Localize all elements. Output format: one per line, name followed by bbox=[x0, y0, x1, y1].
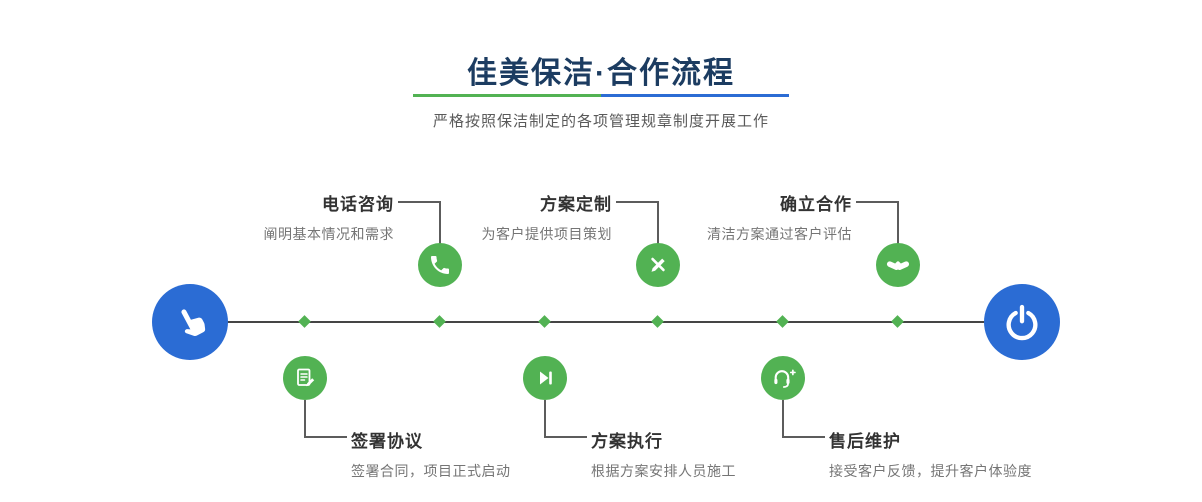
step-title: 方案定制 bbox=[540, 195, 612, 214]
page-title: 佳美保洁·合作流程 bbox=[467, 57, 735, 90]
connector-line bbox=[897, 201, 899, 245]
step-title: 签署协议 bbox=[351, 432, 423, 451]
underline-green-segment bbox=[413, 94, 601, 97]
connector-line bbox=[544, 400, 546, 438]
step-desc: 根据方案安排人员施工 bbox=[591, 463, 736, 479]
connector-line bbox=[398, 201, 440, 203]
step-label: 签署协议 签署合同，项目正式启动 bbox=[351, 427, 671, 481]
step-label: 售后维护 接受客户反馈，提升客户体验度 bbox=[829, 427, 1149, 481]
step-title: 确立合作 bbox=[780, 195, 852, 214]
connector-line bbox=[545, 436, 587, 438]
step-label: 确立合作 清洁方案通过客户评估 bbox=[532, 190, 852, 244]
step-circle bbox=[636, 243, 680, 287]
connector-line bbox=[616, 201, 658, 203]
step-desc: 接受客户反馈，提升客户体验度 bbox=[829, 463, 1032, 479]
connector-line bbox=[782, 400, 784, 438]
step-title: 方案执行 bbox=[591, 432, 663, 451]
pointing-hand-icon bbox=[171, 303, 209, 341]
step-desc: 为客户提供项目策划 bbox=[481, 226, 612, 242]
step-title: 售后维护 bbox=[829, 432, 901, 451]
step-circle bbox=[283, 356, 327, 400]
phone-icon bbox=[428, 253, 452, 277]
step-desc: 阐明基本情况和需求 bbox=[263, 226, 394, 242]
step-circle bbox=[523, 356, 567, 400]
connector-line bbox=[783, 436, 825, 438]
connector-line bbox=[856, 201, 898, 203]
start-node bbox=[152, 284, 228, 360]
step-desc: 签署合同，项目正式启动 bbox=[351, 463, 511, 479]
power-icon bbox=[1002, 302, 1042, 342]
connector-line bbox=[304, 400, 306, 438]
step-circle bbox=[876, 243, 920, 287]
headset-icon bbox=[771, 366, 796, 391]
connector-line bbox=[305, 436, 347, 438]
page-subtitle: 严格按照保洁制定的各项管理规章制度开展工作 bbox=[432, 113, 769, 130]
title-underline bbox=[413, 94, 789, 97]
step-circle bbox=[761, 356, 805, 400]
contract-icon bbox=[293, 366, 317, 390]
handshake-icon bbox=[885, 252, 911, 278]
underline-blue-segment bbox=[601, 94, 789, 97]
play-next-icon bbox=[533, 366, 557, 390]
step-label: 方案定制 为客户提供项目策划 bbox=[292, 190, 612, 244]
step-label: 电话咨询 阐明基本情况和需求 bbox=[74, 190, 394, 244]
step-label: 方案执行 根据方案安排人员施工 bbox=[591, 427, 911, 481]
connector-line bbox=[657, 201, 659, 245]
design-tools-icon bbox=[646, 253, 670, 277]
step-title: 电话咨询 bbox=[322, 195, 394, 214]
step-desc: 清洁方案通过客户评估 bbox=[707, 226, 852, 242]
step-circle bbox=[418, 243, 462, 287]
connector-line bbox=[439, 201, 441, 245]
end-node bbox=[984, 284, 1060, 360]
timeline-line bbox=[190, 321, 1022, 323]
